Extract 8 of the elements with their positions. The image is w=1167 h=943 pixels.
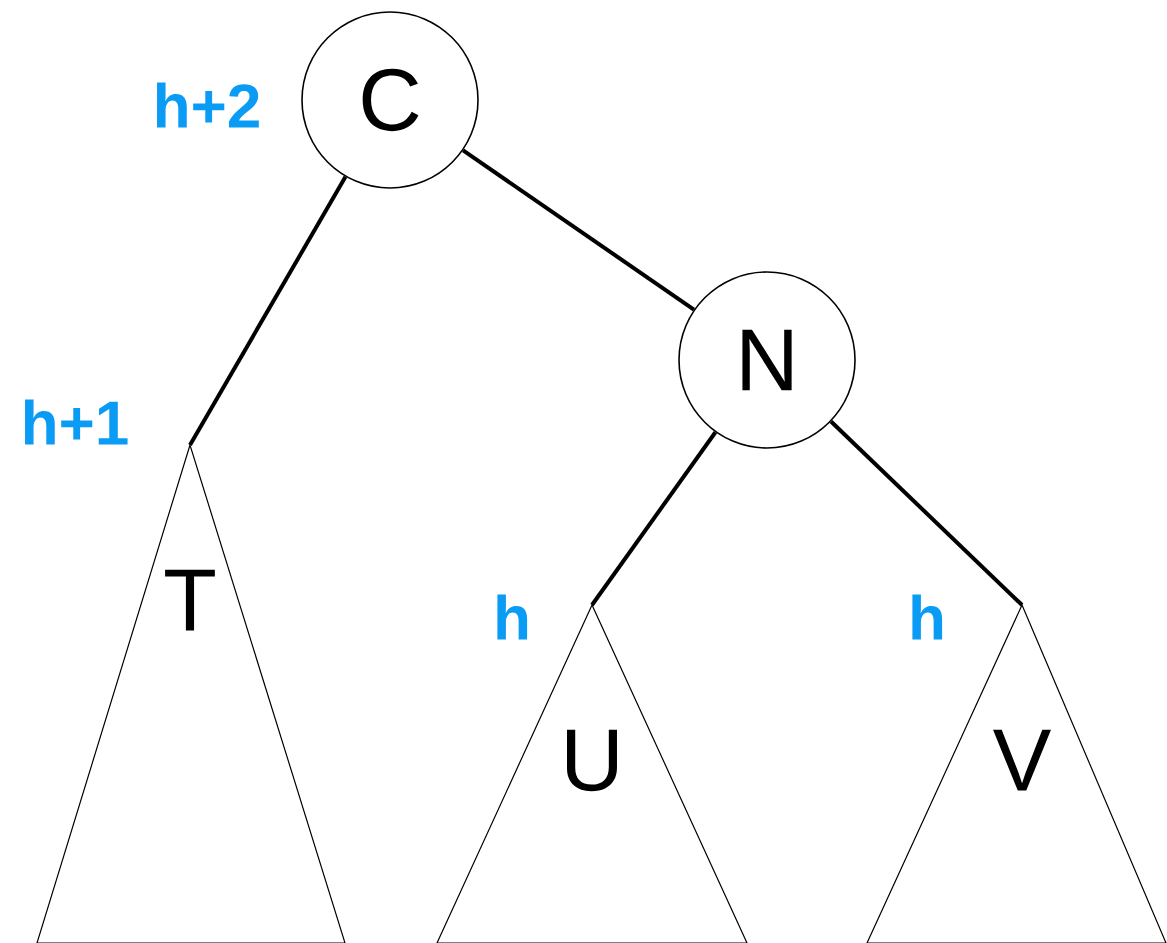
tree-edge xyxy=(829,420,1024,607)
height-label: h+2 xyxy=(157,82,259,128)
tree-edge xyxy=(188,175,348,446)
tree-edge xyxy=(461,148,696,312)
tree-edge xyxy=(590,431,718,607)
height-label: h xyxy=(497,594,528,640)
height-label: h xyxy=(912,594,943,640)
height-label: h+1 xyxy=(25,399,128,445)
